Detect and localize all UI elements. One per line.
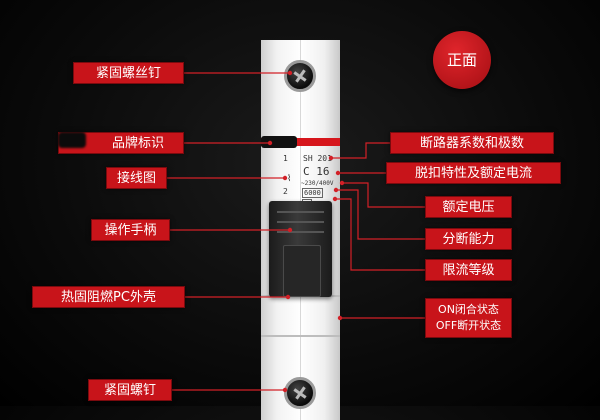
line-voltage [342, 182, 425, 208]
circuit-breaker: 1 ⌇ 2 SH 201 C 16 ~230/400V 6000 3 [261, 40, 340, 420]
on-state-text: ON闭合状态 [438, 303, 499, 316]
terminal-1: 1 [283, 154, 288, 163]
label-on-off-state: ON闭合状态 OFF断开状态 [425, 298, 512, 338]
off-state-text: OFF断开状态 [435, 319, 502, 332]
label-brand-mark: 品牌标识 [58, 132, 184, 154]
handle-lever[interactable] [283, 245, 321, 297]
front-badge: 正面 [433, 31, 491, 89]
label-operating-handle: 操作手柄 [91, 219, 170, 241]
model-text: SH 201 [303, 154, 332, 163]
voltage-text: ~230/400V [301, 180, 334, 187]
brand-logo [261, 136, 297, 148]
wiring-symbol-icon: ⌇ [287, 174, 292, 184]
bottom-screw-icon [284, 377, 316, 409]
label-fix-screw-bottom: 紧固螺钉 [88, 379, 172, 401]
label-breaking-capacity: 分断能力 [425, 228, 512, 250]
label-current-limit-class: 限流等级 [425, 259, 512, 281]
label-wiring-diagram: 接线图 [106, 167, 167, 189]
label-rated-voltage: 额定电压 [425, 196, 512, 218]
top-screw-icon [284, 60, 316, 92]
line-capacity [336, 189, 425, 240]
terminal-2: 2 [283, 187, 288, 196]
curve-rating-text: C 16 [303, 165, 330, 178]
brand-redaction [58, 132, 86, 148]
label-trip-characteristic: 脱扣特性及额定电流 [386, 162, 561, 184]
product-diagram: 1 ⌇ 2 SH 201 C 16 ~230/400V 6000 3 [0, 0, 600, 406]
line-class [335, 198, 425, 271]
housing-step-lower [261, 335, 340, 337]
capacity-text: 6000 [302, 188, 323, 198]
label-housing: 热固阻燃PC外壳 [32, 286, 185, 308]
operating-handle[interactable] [269, 201, 332, 297]
label-fix-screw-top: 紧固螺丝钉 [73, 62, 184, 84]
brand-band [261, 138, 340, 146]
label-coefficient: 断路器系数和极数 [390, 132, 554, 154]
